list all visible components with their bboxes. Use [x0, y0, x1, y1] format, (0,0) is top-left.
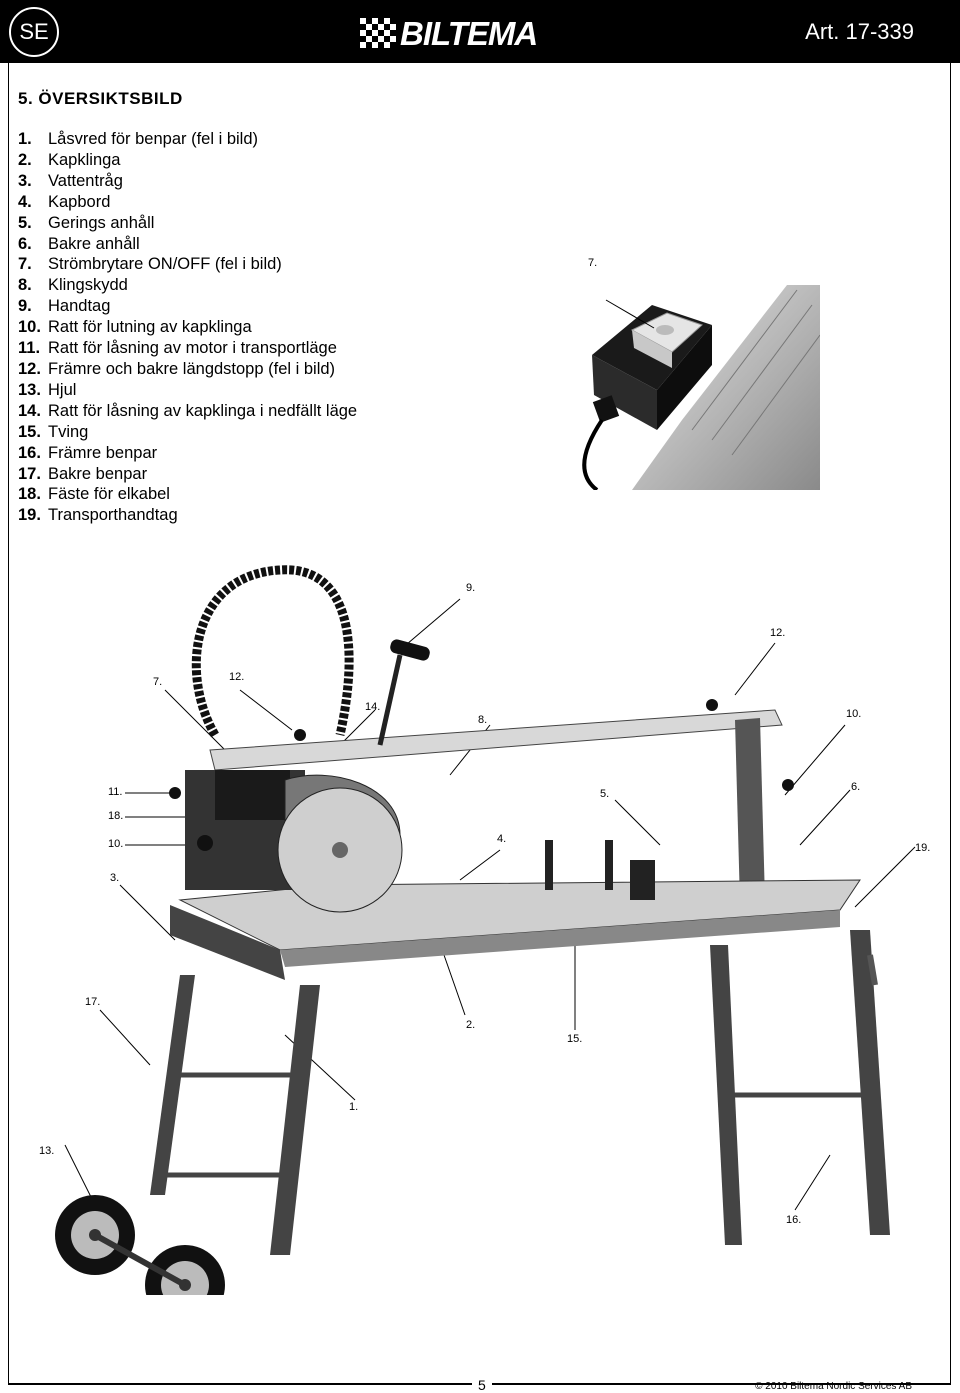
- checker-icon: [360, 18, 396, 48]
- list-item: 14.Ratt för låsning av kapklinga i nedfä…: [18, 401, 358, 420]
- header-bar: SE BILTEMA Art. 17-339: [0, 0, 960, 63]
- callout-label: 11.: [108, 786, 123, 798]
- callout-label: 15.: [567, 1033, 583, 1045]
- list-item: 1.Låsvred för benpar (fel i bild): [18, 130, 259, 148]
- callout-label: 12.: [229, 671, 245, 683]
- callout-label: 1.: [349, 1101, 359, 1113]
- article-number: Art. 17-339: [805, 19, 914, 44]
- parts-list: 1.Låsvred för benpar (fel i bild) 2.Kapk…: [18, 129, 357, 526]
- callout-label: 18.: [108, 810, 124, 822]
- callout-label: 3.: [110, 872, 120, 884]
- list-item: 3.Vattentråg: [18, 171, 123, 190]
- list-item: 6.Bakre anhåll: [18, 234, 140, 253]
- callout-label: 12.: [770, 627, 786, 639]
- list-item: 11.Ratt för låsning av motor i transport…: [18, 339, 337, 358]
- list-item: 15.Tving: [18, 422, 89, 441]
- list-item: 17.Bakre benpar: [18, 464, 148, 483]
- list-item: 12.Främre och bakre längdstopp (fel i bi…: [18, 359, 336, 378]
- callout-label: 7.: [153, 676, 163, 688]
- callout-label: 14.: [365, 701, 381, 713]
- list-item: 4.Kapbord: [18, 192, 111, 211]
- callout-label: 13.: [39, 1145, 55, 1157]
- list-item: 18.Fäste för elkabel: [18, 485, 170, 504]
- list-item: 13.Hjul: [18, 380, 77, 399]
- list-item: 9.Handtag: [18, 297, 111, 316]
- brand-name: BILTEMA: [400, 15, 538, 52]
- list-item: 19.Transporthandtag: [18, 506, 178, 525]
- callout-label: 8.: [478, 714, 488, 726]
- list-item: 7.Strömbrytare ON/OFF (fel i bild): [18, 255, 282, 274]
- list-item: 5.Gerings anhåll: [18, 213, 155, 232]
- list-item: 8.Klingskydd: [18, 276, 128, 295]
- callout-label: 2.: [466, 1019, 476, 1031]
- list-item: 16.Främre benpar: [18, 443, 158, 462]
- brand-logo: BILTEMA: [360, 15, 600, 52]
- callout-label: 9.: [466, 582, 476, 594]
- copyright: © 2010 Biltema Nordic Services AB: [755, 1381, 912, 1392]
- callout-label: 10.: [108, 838, 124, 850]
- callout-label: 4.: [497, 833, 507, 845]
- tile-saw-illustration: [55, 565, 916, 1295]
- list-item: 10.Ratt för lutning av kapklinga: [18, 318, 252, 337]
- callout-label: 16.: [786, 1214, 802, 1226]
- list-item: 2.Kapklinga: [18, 150, 121, 169]
- page-number: 5: [472, 1377, 492, 1393]
- callout-label: 6.: [851, 781, 861, 793]
- callout-label: 7.: [588, 257, 598, 269]
- callout-label: 5.: [600, 788, 610, 800]
- language-badge: SE: [9, 7, 59, 57]
- switch-detail-illustration: [582, 285, 820, 490]
- callout-label: 10.: [846, 708, 862, 720]
- callout-label: 19.: [915, 842, 931, 854]
- callout-label: 17.: [85, 996, 101, 1008]
- section-title: 5. ÖVERSIKTSBILD: [18, 89, 183, 108]
